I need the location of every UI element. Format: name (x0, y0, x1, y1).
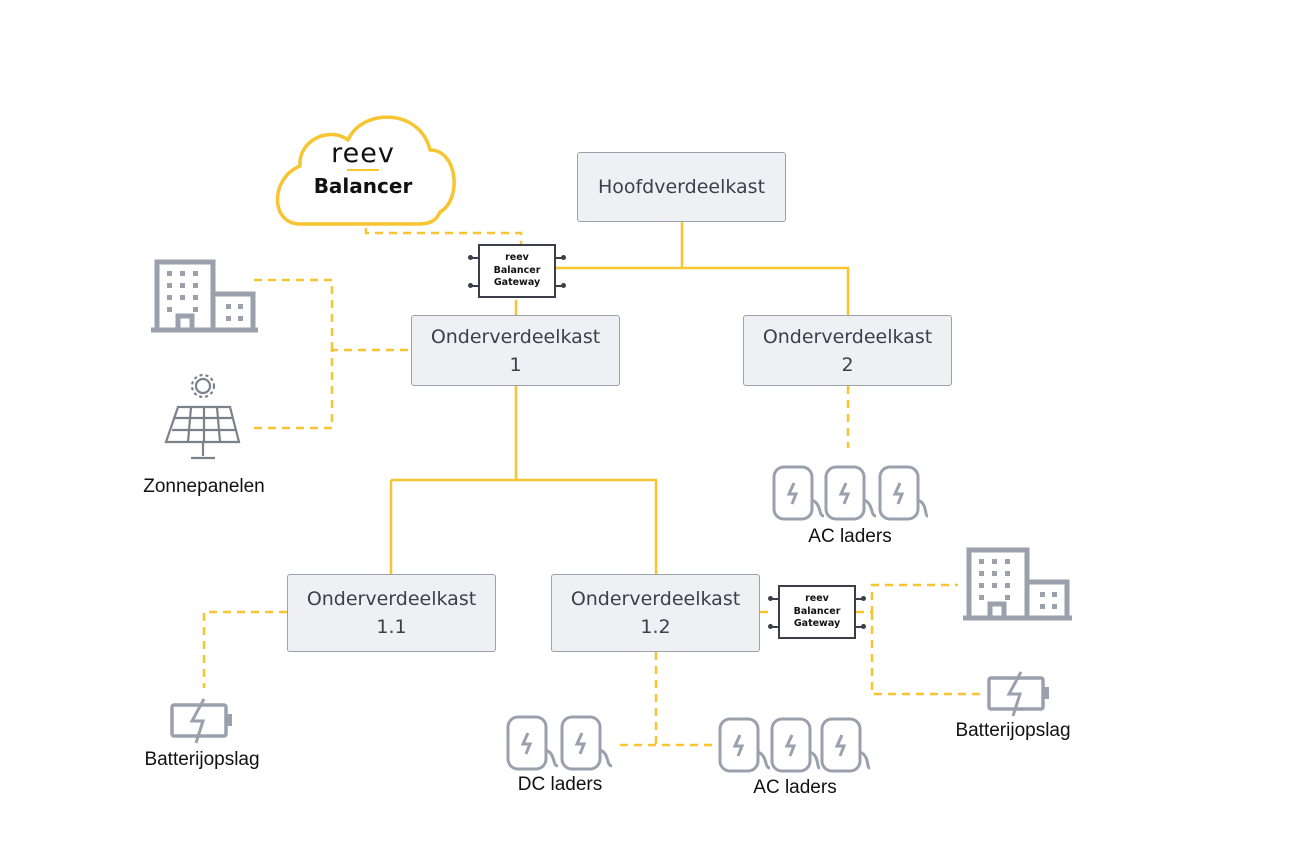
line-branch (391, 478, 658, 574)
label-zonnepanelen: Zonnepanelen (143, 476, 265, 497)
charger-icon-group-ac-top (772, 465, 929, 521)
cloud-title: Balancer (313, 174, 413, 198)
dash-building-left (254, 278, 334, 350)
gateway-line3: Gateway (493, 277, 541, 289)
node-label-line1: Onderverdeelkast (306, 588, 477, 610)
node-onderverdeelkast-1[interactable]: Onderverdeelkast 1 (411, 315, 620, 386)
line-bus (556, 266, 850, 316)
gateway-line2: Balancer (493, 264, 541, 276)
node-label-line1: Onderverdeelkast (430, 325, 601, 348)
dash-gw2-building (856, 583, 958, 614)
dash-solar (254, 348, 412, 430)
node-hoofdverdeelkast[interactable]: Hoofdverdeelkast (577, 152, 786, 222)
label-ac-laders-top: AC laders (808, 526, 892, 547)
node-label-line2: 1.1 (376, 616, 407, 638)
label-dc-laders: DC laders (517, 774, 603, 795)
balancer-gateway-bottom[interactable]: reev Balancer Gateway (768, 585, 866, 639)
gateway-line1: reev (805, 593, 829, 605)
battery-icon-left (170, 698, 232, 744)
solar-panel-icon (164, 373, 241, 460)
cloud-logo-block: reev Balancer (304, 140, 422, 199)
dash-cloud-gw (364, 228, 523, 244)
balancer-gateway-top[interactable]: reev Balancer Gateway (468, 244, 566, 298)
node-onderverdeelkast-1-1[interactable]: Onderverdeelkast 1.1 (287, 574, 496, 652)
label-ac-laders-bottom: AC laders (753, 777, 837, 798)
node-label-line2: 1.2 (640, 616, 671, 638)
dash-sub12-chargers (620, 652, 716, 747)
building-icon-right (963, 547, 1072, 621)
dash-sub11-battery (202, 610, 287, 688)
gateway-line1: reev (505, 252, 529, 264)
gateway-line2: Balancer (793, 605, 841, 617)
node-label-line1: Onderverdeelkast (762, 325, 933, 348)
gateway-line3: Gateway (793, 618, 841, 630)
charger-icon-group-dc (506, 715, 613, 771)
charger-icon-group-ac-bottom (718, 717, 871, 773)
battery-icon-right (987, 671, 1049, 717)
reev-logo-underline (347, 169, 379, 171)
reev-logo: reev (331, 138, 395, 169)
node-label-line2: 2 (841, 353, 854, 376)
node-label-line1: Onderverdeelkast (570, 588, 741, 610)
node-label-line2: 1 (509, 353, 522, 376)
label-batterijopslag-right: Batterijopslag (955, 720, 1071, 741)
dash-gw2-battery (870, 612, 985, 696)
building-icon-left (151, 259, 258, 333)
label-batterijopslag-left: Batterijopslag (144, 749, 260, 770)
node-label: Hoofdverdeelkast (597, 176, 766, 198)
node-onderverdeelkast-1-2[interactable]: Onderverdeelkast 1.2 (551, 574, 760, 652)
node-onderverdeelkast-2[interactable]: Onderverdeelkast 2 (743, 315, 952, 386)
